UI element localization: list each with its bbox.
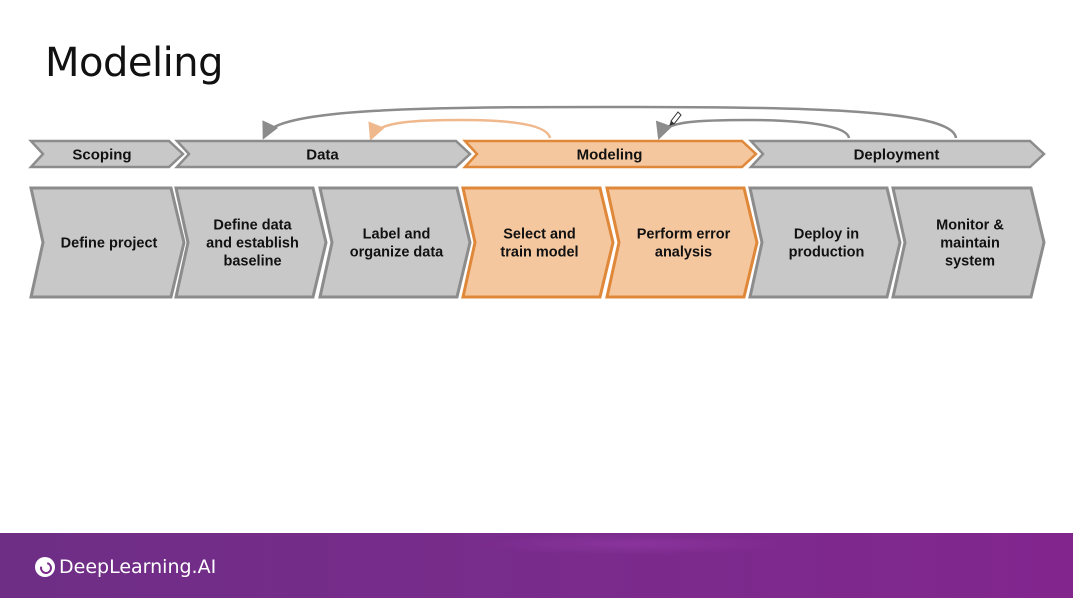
deeplearning-logo-icon	[35, 557, 55, 577]
step-label-line: baseline	[223, 254, 281, 270]
phase-chevron	[174, 139, 472, 169]
step-label-line: Perform error	[637, 227, 731, 243]
phase-modeling: Modeling	[462, 139, 758, 169]
step-label-line: Label and	[363, 227, 431, 243]
step-6: Deploy in production	[748, 186, 902, 299]
step-2: Define data and establish baseline	[174, 186, 328, 299]
step-label-line: Select and	[503, 227, 576, 243]
step-label-line: system	[945, 254, 995, 270]
step-chevron	[748, 186, 902, 299]
step-label-line: maintain	[940, 236, 1000, 252]
step-label-line: analysis	[655, 245, 712, 261]
phase-scoping: Scoping	[28, 139, 185, 169]
step-label-line: Deploy in	[794, 227, 859, 243]
phase-data: Data	[174, 139, 472, 169]
footer-glow	[470, 533, 790, 555]
phase-chevron	[462, 139, 758, 169]
step-label-line: and establish	[206, 236, 299, 252]
phase-label: Deployment	[854, 147, 940, 164]
loop-arrow-deployment-to-modeling	[655, 118, 851, 140]
phase-label: Data	[306, 147, 339, 164]
phase-chevron	[748, 139, 1046, 169]
step-chevron	[318, 186, 472, 299]
step-chevron	[605, 186, 759, 299]
step-3: Label and organize data	[318, 186, 472, 299]
step-label-line: train model	[500, 245, 578, 261]
step-chevron	[174, 186, 328, 299]
loop-arrow-deployment-to-data	[262, 105, 958, 140]
step-row: Define project Define data and establish ba…	[29, 186, 1046, 299]
step-label-line: Define project	[61, 236, 158, 252]
pen-cursor-icon	[669, 111, 682, 126]
phase-deployment: Deployment	[748, 139, 1046, 169]
step-chevron	[461, 186, 615, 299]
step-label-line: production	[789, 245, 865, 261]
slide-title: Modeling	[45, 40, 223, 86]
step-chevron	[29, 186, 186, 299]
ml-lifecycle-diagram: Scoping Data Modeling Deployment Define pro…	[28, 105, 1046, 299]
brand-name: DeepLearning.AI	[59, 556, 217, 578]
step-label-line: Define data	[213, 218, 292, 234]
phase-bar: Scoping Data Modeling Deployment	[28, 139, 1046, 169]
step-7: Monitor & maintain system	[891, 186, 1046, 299]
feedback-loops	[262, 105, 958, 141]
step-4: Select and train model	[461, 186, 615, 299]
phase-label: Modeling	[577, 147, 643, 164]
step-5: Perform error analysis	[605, 186, 759, 299]
step-label-line: organize data	[350, 245, 444, 261]
step-chevron	[891, 186, 1046, 299]
step-label-line: Monitor &	[936, 218, 1004, 234]
deeplearning-logo: DeepLearning.AI	[35, 556, 216, 578]
phase-label: Scoping	[72, 147, 131, 164]
loop-arrow-modeling-to-data	[368, 118, 552, 141]
step-1: Define project	[29, 186, 186, 299]
phase-chevron	[28, 139, 185, 169]
